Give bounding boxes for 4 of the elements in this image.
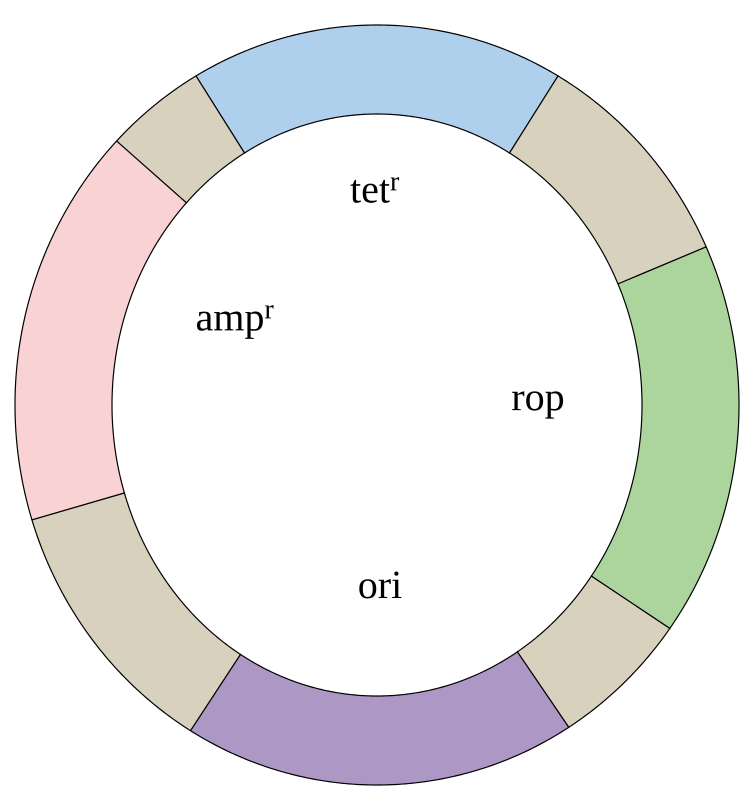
gene-label: amp$^{r}$ xyxy=(196,305,274,339)
gene-label: ori xyxy=(359,572,402,598)
gene-label: tet$^{r}$ xyxy=(350,177,400,203)
gene-label: rop xyxy=(512,391,564,419)
